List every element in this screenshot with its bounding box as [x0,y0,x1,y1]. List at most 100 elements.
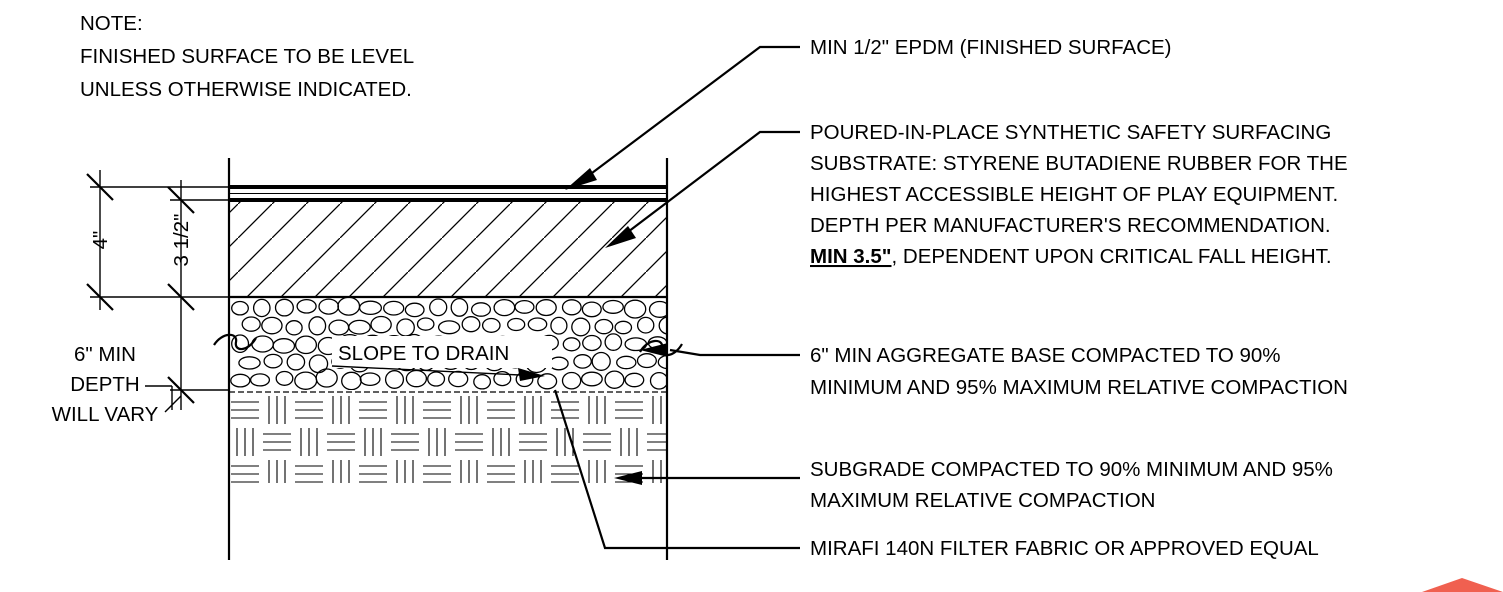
aggregate-stone [604,333,623,351]
dim-4-tick-top [86,173,114,201]
aggregate-stone [562,337,581,352]
aggregate-stone [294,371,318,390]
dim-6-label-line-1: 6" MIN [74,343,136,366]
aggregate-stone [527,317,548,332]
aggregate-stone [308,316,327,336]
aggregate-stone [231,300,249,316]
callout-epdm: MIN 1/2" EPDM (FINISHED SURFACE) [810,36,1172,59]
substrate-leader [619,130,800,239]
dim-3half-tick-bottom [167,283,195,311]
aggregate-stone [493,370,512,387]
aggregate-stone [404,302,425,318]
aggregate-stone [238,356,261,370]
callout-substrate-line-3: HIGHEST ACCESSIBLE HEIGHT OF PLAY EQUIPM… [810,183,1338,206]
aggregate-stone [561,371,582,390]
callout-fabric-text: MIRAFI 140N FILTER FABRIC OR APPROVED EQ… [810,537,1319,560]
aggregate-stone [384,370,405,389]
callout-fabric: MIRAFI 140N FILTER FABRIC OR APPROVED EQ… [810,537,1319,560]
callout-substrate-dependency: , DEPENDENT UPON CRITICAL FALL HEIGHT. [892,245,1332,268]
aggregate-stone [450,298,469,317]
aggregate-stone [535,299,557,317]
substrate-layer [229,201,667,297]
substrate-arrowhead [605,226,636,248]
note-line-2: UNLESS OTHERWISE INDICATED. [80,78,412,101]
aggregate-stone [348,319,371,335]
callout-substrate-line-4: DEPTH PER MANUFACTURER'S RECOMMENDATION. [810,214,1331,237]
general-note: NOTE: FINISHED SURFACE TO BE LEVEL UNLES… [80,12,414,101]
aggregate-stone [537,373,558,390]
aggregate-stone [261,316,283,335]
aggregate-stone [624,372,645,388]
aggregate-stone [370,315,392,334]
fabric-leader [553,389,800,550]
dim-4-label: 4" [89,231,112,250]
aggregate-stone [623,299,647,319]
slope-to-drain-label: SLOPE TO DRAIN [338,342,509,365]
aggregate-stone [294,335,318,355]
callout-substrate-line-5: MIN 3.5", DEPENDENT UPON CRITICAL FALL H… [810,245,1332,268]
callout-aggregate-line-1: 6" MIN AGGREGATE BASE COMPACTED TO 90% [810,344,1281,367]
callout-subgrade: SUBGRADE COMPACTED TO 90% MINIMUM AND 95… [810,458,1333,512]
aggregate-stone [582,334,602,352]
epdm-leader [579,45,800,183]
aggregate-stone [416,317,435,331]
aggregate-stone [341,371,362,390]
callout-aggregate: 6" MIN AGGREGATE BASE COMPACTED TO 90% M… [810,344,1348,399]
aggregate-stone [286,353,306,371]
aggregate-stone [614,320,633,335]
aggregate-stone [383,300,405,316]
callout-subgrade-line-1: SUBGRADE COMPACTED TO 90% MINIMUM AND 95… [810,458,1333,481]
dimension-4-inch: 4" [86,170,229,311]
aggregate-stone [493,298,516,317]
aggregate-stone [429,298,448,317]
aggregate-arrowhead [640,343,668,357]
aggregate-stone [636,353,657,369]
aggregate-stone [481,317,501,333]
callout-substrate: POURED-IN-PLACE SYNTHETIC SAFETY SURFACI… [810,121,1348,268]
aggregate-stone [514,299,535,314]
left-break-symbol [213,333,257,351]
aggregate-stone [602,299,624,314]
callout-substrate-line-2: SUBSTRATE: STYRENE BUTADIENE RUBBER FOR … [810,152,1348,175]
aggregate-stone [649,371,667,390]
dim-3half-label: 3 1/2" [170,214,193,267]
aggregate-stone [657,354,667,370]
aggregate-stone [358,300,383,316]
note-line-1: FINISHED SURFACE TO BE LEVEL [80,45,414,68]
aggregate-stone [272,338,296,354]
corner-mark-icon [1422,578,1503,592]
dimension-3-half-inch: 3 1/2" [167,180,229,410]
callout-substrate-min-depth: MIN 3.5" [810,245,892,268]
aggregate-stone [359,372,381,387]
aggregate-stone [507,317,526,332]
aggregate-stone [285,320,303,336]
aggregate-stone [604,370,625,389]
aggregate-stone [263,353,283,369]
aggregate-stone [461,316,481,333]
aggregate-stone [274,298,294,317]
aggregate-stone [308,354,329,374]
aggregate-leader [669,348,800,357]
aggregate-stone [231,334,250,354]
dim-4-tick-bottom [86,283,114,311]
dim-6-label-line-3: WILL VARY [52,403,159,426]
aggregate-stone [594,318,614,335]
aggregate-stone [405,369,428,388]
aggregate-stone [581,301,602,318]
aggregate-stone [252,298,271,318]
aggregate-stone [328,319,350,336]
aggregate-stone [580,371,603,387]
aggregate-stone [315,368,338,388]
epdm-arrowhead [565,168,597,190]
aggregate-stone [648,300,667,318]
callout-leaders [553,45,800,550]
aggregate-stone [318,298,340,315]
aggregate-stone [249,373,271,387]
subgrade-layer [231,396,667,483]
dim-6-label-line-2: DEPTH [70,373,139,396]
dimension-6-inch-label: 6" MIN DEPTH WILL VARY [52,343,182,426]
aggregate-stone [296,298,317,314]
slope-label-mask [332,336,552,368]
aggregate-stone [636,316,655,334]
aggregate-stone [591,351,611,371]
